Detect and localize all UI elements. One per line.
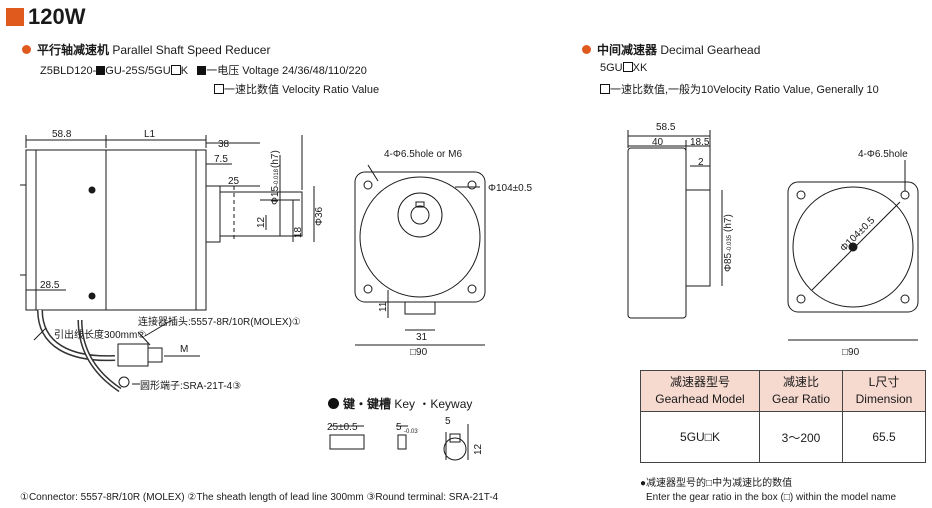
voltage-legend-icon	[197, 66, 207, 75]
model-suffix: GU-25S/5GU	[105, 65, 171, 77]
key-drawings	[329, 424, 469, 461]
gear-dim-90: □90	[842, 347, 860, 358]
label-connector: 连接器插头:5557-8R/10R(MOLEX)①	[138, 317, 301, 328]
hole-label: 4-Φ6.5hole or M6	[384, 149, 462, 160]
dim-shaft-unit: (h7)	[270, 150, 281, 168]
dim-12: 12	[256, 216, 267, 228]
gear-model-end: XK	[632, 62, 648, 74]
left-title-cn: 平行轴减速机	[37, 43, 110, 57]
gear-ratio-box-icon	[622, 62, 633, 72]
left-title-en: Parallel Shaft Speed Reducer	[112, 43, 271, 57]
label-lead: 引出线长度300mm②	[54, 330, 147, 341]
gear-hole-label: 4-Φ6.5hole	[858, 149, 908, 160]
model-prefix: Z5BLD120-	[40, 65, 97, 77]
key-dim-5-tol: -0.03	[404, 429, 418, 435]
gearhead-front-view	[787, 160, 919, 341]
dim-36: Φ36	[314, 206, 325, 226]
dim-28-5: 28.5	[40, 280, 60, 291]
voltage-en: Voltage 24/36/48/110/220	[242, 65, 367, 77]
gear-dim-2: 2	[698, 157, 704, 168]
key-dim-5: 5	[396, 422, 402, 433]
dim-25: 25	[228, 176, 240, 187]
title-marker	[6, 8, 24, 26]
left-ratio-line: 一速比数值 Velocity Ratio Value	[214, 81, 379, 97]
ratio-en: Velocity Ratio Value	[282, 84, 380, 96]
key-dim-25: 25±0.5	[327, 422, 358, 433]
cell-model: 5GU□K	[640, 411, 760, 463]
ratio-box-icon	[170, 65, 181, 75]
gear-ratio-legend-icon	[600, 84, 610, 94]
bullet-icon	[328, 398, 339, 409]
right-section-title: 中间减速器 Decimal Gearhead	[582, 41, 760, 58]
motor-front-view	[354, 164, 486, 346]
key-title-en: Key ・Keyway	[394, 397, 473, 411]
key-title-cn: 键・键槽	[343, 397, 392, 411]
keyway-dim-5: 5	[445, 416, 451, 427]
gear-dim-85-tol: -0.035	[727, 234, 733, 252]
right-ratio-line: 一速比数值,一般为10Velocity Ratio Value, General…	[600, 81, 879, 97]
bullet-icon	[22, 45, 31, 54]
left-model-line: Z5BLD120- GU-25S/5GU K 一电压 Voltage 24/36/4…	[40, 62, 367, 78]
bullet-icon	[582, 45, 591, 54]
cell-ratio: 3～200	[759, 411, 843, 463]
key-section-title: 键・键槽 Key ・Keyway	[328, 395, 472, 412]
footer-note: ①Connector: 5557-8R/10R (MOLEX) ②The she…	[20, 492, 499, 503]
dim-18: 18	[293, 226, 304, 238]
table-row: 5GU□K 3～200 65.5	[640, 411, 926, 463]
right-title-cn: 中间减速器	[597, 43, 658, 57]
gear-ratio-cn: 一速比数值,一般为10	[610, 84, 714, 96]
cell-dimension: 65.5	[842, 411, 926, 463]
gear-dim-85: Φ85	[723, 252, 734, 272]
model-end: K	[180, 65, 189, 77]
voltage-box-icon	[96, 66, 106, 75]
left-section-title: 平行轴减速机 Parallel Shaft Speed Reducer	[22, 41, 270, 58]
dim-L1: L1	[144, 129, 156, 140]
dim-shaft: Φ15	[270, 185, 281, 205]
ratio-legend-icon	[214, 84, 224, 94]
label-terminal: 圆形端子:SRA-21T-4③	[140, 381, 242, 392]
dim-90-front: □90	[410, 347, 428, 358]
gearhead-side-view	[627, 130, 723, 319]
dim-shaft-tol: -0.018	[274, 168, 280, 186]
dim-38: 38	[218, 139, 230, 150]
gear-dia-label: Φ104±0.5	[838, 215, 877, 254]
voltage-cn: 一电压	[206, 65, 240, 77]
dim-58-8: 58.8	[52, 129, 72, 140]
gear-dim-18-5: 18.5	[690, 137, 710, 148]
gear-ratio-en: Velocity Ratio Value, Generally 10	[713, 84, 879, 96]
right-model-line: 5GU XK	[600, 62, 647, 74]
dia-label: Φ104±0.5	[488, 183, 532, 194]
gear-dim-40: 40	[652, 137, 664, 148]
right-title-en: Decimal Gearhead	[660, 43, 761, 57]
dim-11: 11	[378, 301, 389, 312]
gear-dim-58-5: 58.5	[656, 122, 676, 133]
dim-M: M	[180, 344, 188, 355]
gear-dim-85-unit: (h7)	[723, 214, 734, 232]
dim-7-5: 7.5	[214, 154, 228, 165]
ratio-cn: 一速比数值	[224, 84, 279, 96]
table-note-en: Enter the gear ratio in the box (□) with…	[646, 492, 897, 503]
gear-model-prefix: 5GU	[600, 62, 623, 74]
dim-31: 31	[416, 332, 428, 343]
table-note-cn: ●减速器型号的□中为减速比的数值	[640, 478, 793, 489]
motor-side-view	[20, 135, 315, 393]
keyway-dim-12: 12	[473, 443, 484, 455]
page-title: 120W	[28, 4, 86, 29]
